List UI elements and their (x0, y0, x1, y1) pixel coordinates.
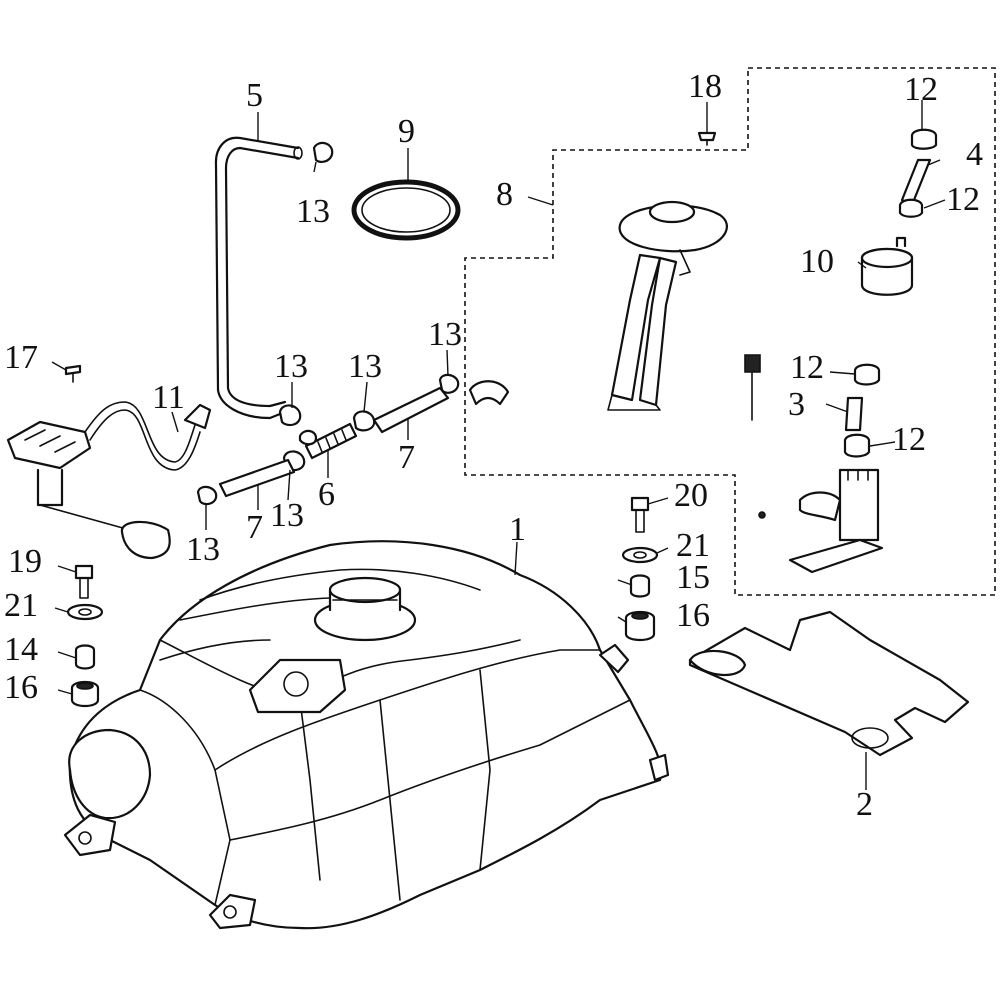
callout-1: 1 (509, 511, 526, 548)
callout-13c: 13 (348, 348, 382, 385)
callout-21b: 21 (676, 527, 710, 564)
callout-14: 14 (4, 631, 38, 668)
callout-7b: 7 (246, 509, 263, 546)
callout-8: 8 (496, 176, 513, 213)
connector-pipe-part (298, 422, 358, 460)
callout-12c: 12 (790, 349, 824, 386)
callout-16b: 16 (676, 597, 710, 634)
gasket-part (688, 610, 970, 757)
callout-13d: 13 (428, 316, 462, 353)
callout-21a: 21 (4, 587, 38, 624)
callout-4: 4 (966, 136, 983, 173)
right-mount-hardware (621, 496, 659, 642)
callout-13e: 13 (270, 497, 304, 534)
callout-20: 20 (674, 477, 708, 514)
callout-2: 2 (856, 786, 873, 823)
callout-5: 5 (246, 77, 263, 114)
fuel-hose-part (218, 386, 450, 498)
callout-6: 6 (318, 476, 335, 513)
callout-13b: 13 (274, 348, 308, 385)
fuel-pump-assembly-part (468, 128, 938, 574)
callout-10: 10 (800, 243, 834, 280)
breather-hose-part (214, 136, 303, 420)
callout-16a: 16 (4, 669, 38, 706)
o-ring-part (351, 179, 461, 241)
callout-13f: 13 (186, 531, 220, 568)
callout-12b: 12 (946, 181, 980, 218)
callout-7a: 7 (398, 439, 415, 476)
callout-17: 17 (4, 339, 38, 376)
callout-13a: 13 (296, 193, 330, 230)
leader-lines (51, 100, 946, 790)
callout-labels: 1 2 3 4 5 6 7 7 8 9 10 11 12 12 12 12 13… (4, 68, 983, 823)
callout-12d: 12 (892, 421, 926, 458)
screw-part-18 (697, 131, 717, 146)
screw-part (64, 364, 82, 383)
callout-11: 11 (152, 379, 185, 416)
callout-19: 19 (8, 543, 42, 580)
callout-9: 9 (398, 113, 415, 150)
left-mount-hardware (66, 564, 104, 708)
callout-18: 18 (688, 68, 722, 105)
callout-15: 15 (676, 559, 710, 596)
callout-3: 3 (788, 386, 805, 423)
fuel-tank-part (63, 540, 670, 930)
pump-assembly-boundary (464, 67, 996, 596)
level-sender-part (6, 401, 212, 560)
callout-12a: 12 (904, 71, 938, 108)
